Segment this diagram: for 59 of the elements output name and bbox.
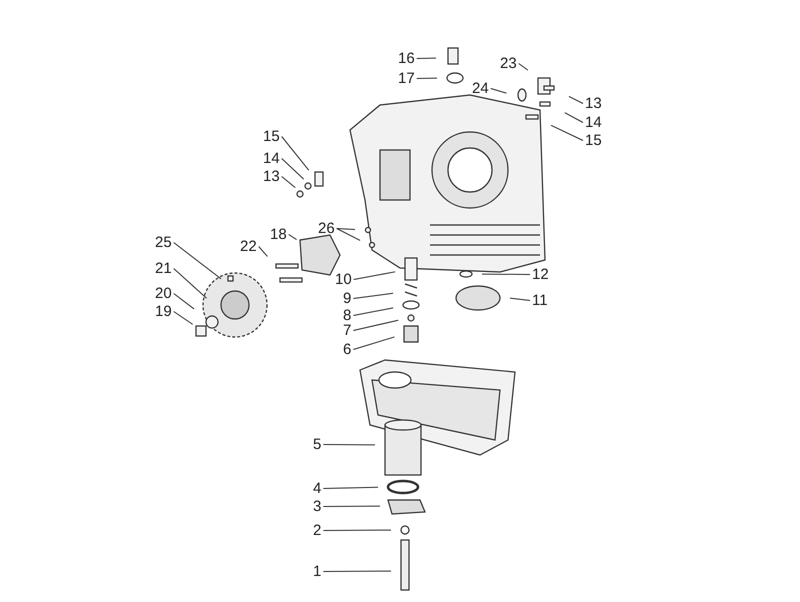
callout-number: 16 [398, 50, 415, 67]
leader-line [416, 58, 436, 59]
callout-number: 13 [263, 168, 280, 185]
leader-line [509, 298, 530, 301]
callout-number: 8 [343, 307, 352, 324]
callout-number: 19 [155, 303, 172, 320]
callout-number: 1 [313, 563, 322, 580]
callout-number: 22 [240, 238, 257, 255]
callout-number: 17 [398, 70, 415, 87]
leader-line [281, 158, 304, 180]
leader-line [490, 88, 507, 94]
callout-number: 3 [313, 498, 322, 515]
callout-number: 13 [585, 95, 602, 112]
leader-line [173, 311, 194, 325]
leader-line [518, 63, 528, 71]
leader-line [322, 530, 392, 531]
leader-line [173, 268, 208, 299]
callout-number: 14 [585, 114, 602, 131]
leader-line [550, 124, 584, 141]
leader-line [416, 78, 438, 79]
leader-line [482, 274, 530, 275]
leader-line [352, 292, 394, 299]
leader-line [352, 320, 399, 331]
callout-number: 15 [263, 128, 280, 145]
callout-number: 21 [155, 260, 172, 277]
callout-number: 24 [472, 80, 489, 97]
callout-number: 20 [155, 285, 172, 302]
leader-line [322, 570, 392, 572]
leader-line [258, 246, 268, 257]
callout-number: 2 [313, 522, 322, 539]
callout-number: 10 [335, 271, 352, 288]
leader-line [322, 444, 376, 446]
leader-line [336, 228, 356, 230]
leader-line [336, 228, 361, 241]
callout-number: 15 [585, 132, 602, 149]
callout-number: 14 [263, 150, 280, 167]
leader-line [568, 96, 584, 104]
callout-number: 5 [313, 436, 322, 453]
callout-number: 11 [532, 292, 548, 309]
leader-line [288, 234, 298, 240]
callout-number: 23 [500, 55, 517, 72]
leader-line [173, 242, 222, 280]
callout-number: 18 [270, 226, 287, 243]
leader-line [281, 176, 296, 188]
leader-line [322, 486, 378, 489]
leader-line [352, 307, 394, 316]
leader-line [353, 271, 396, 280]
callout-number: 4 [313, 480, 322, 497]
callout-number: 6 [343, 341, 352, 358]
leader-line [173, 293, 195, 310]
leader-line [281, 136, 310, 171]
leader-line [352, 336, 395, 350]
leader-line [322, 506, 380, 507]
callout-number: 12 [532, 266, 549, 283]
callout-number: 7 [343, 322, 352, 339]
callout-number: 25 [155, 234, 172, 251]
leader-line [564, 112, 584, 123]
callout-number: 26 [318, 220, 335, 237]
callout-number: 9 [343, 290, 352, 307]
